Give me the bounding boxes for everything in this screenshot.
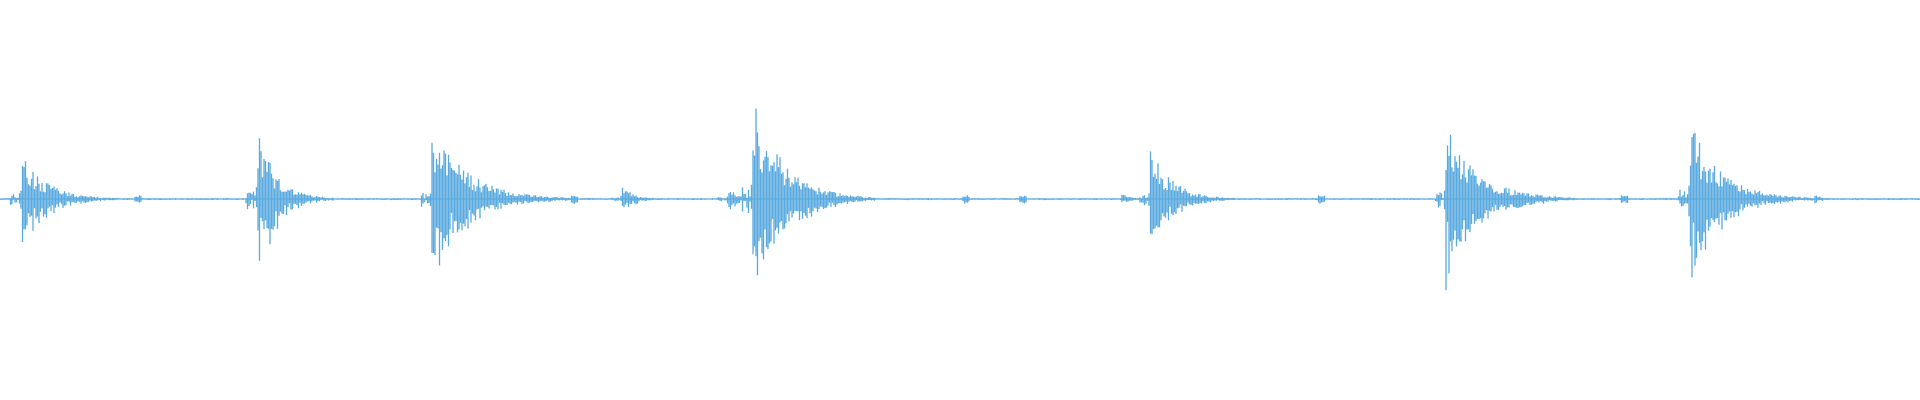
- waveform-samples: [0, 108, 1920, 291]
- waveform-trace: [0, 108, 1920, 291]
